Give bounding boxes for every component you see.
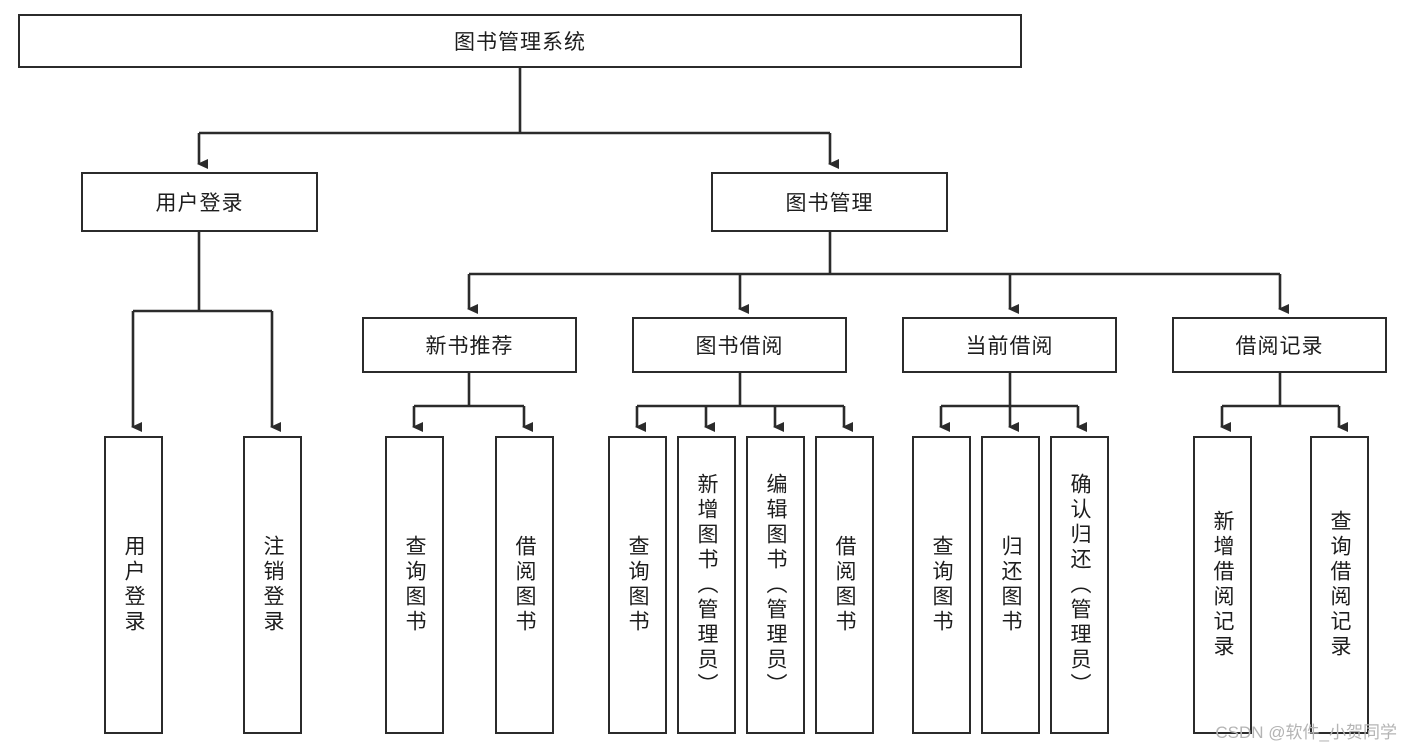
node-label: 新增图书（管理员）: [695, 472, 718, 698]
leaf-logout-login[interactable]: 注销登录: [243, 436, 302, 734]
node-label: 图书管理: [785, 192, 874, 215]
node-label: 查询借阅记录: [1328, 510, 1351, 660]
node-label: 借阅图书: [833, 535, 856, 635]
leaf-query-borrow-record[interactable]: 查询借阅记录: [1310, 436, 1369, 734]
node-label: 用户登录: [122, 535, 145, 635]
leaf-borrow-book-recommend[interactable]: 借阅图书: [495, 436, 554, 734]
csdn-watermark: CSDN @软件_小贺同学: [1215, 723, 1397, 742]
node-book-borrow[interactable]: 图书借阅: [632, 317, 847, 373]
node-label: 借阅图书: [513, 535, 536, 635]
node-label: 查询图书: [626, 535, 649, 635]
leaf-confirm-return-admin[interactable]: 确认归还（管理员）: [1050, 436, 1109, 734]
node-book-management[interactable]: 图书管理: [711, 172, 948, 232]
node-label: 新增借阅记录: [1211, 510, 1234, 660]
node-label: 确认归还（管理员）: [1068, 472, 1091, 698]
leaf-edit-book-admin[interactable]: 编辑图书（管理员）: [746, 436, 805, 734]
leaf-user-login[interactable]: 用户登录: [104, 436, 163, 734]
leaf-query-book-borrow[interactable]: 查询图书: [608, 436, 667, 734]
node-label: 注销登录: [261, 535, 284, 635]
node-current-borrow[interactable]: 当前借阅: [902, 317, 1117, 373]
leaf-borrow-book[interactable]: 借阅图书: [815, 436, 874, 734]
node-borrow-record[interactable]: 借阅记录: [1172, 317, 1387, 373]
leaf-add-book-admin[interactable]: 新增图书（管理员）: [677, 436, 736, 734]
node-label: 用户登录: [155, 192, 244, 215]
node-label: 编辑图书（管理员）: [764, 472, 787, 698]
node-label: 当前借阅: [965, 335, 1054, 358]
node-new-book-recommend[interactable]: 新书推荐: [362, 317, 577, 373]
node-label: 图书管理系统: [454, 31, 586, 54]
leaf-add-borrow-record[interactable]: 新增借阅记录: [1193, 436, 1252, 734]
leaf-query-book-current[interactable]: 查询图书: [912, 436, 971, 734]
node-label: 新书推荐: [425, 335, 514, 358]
node-root-book-management-system[interactable]: 图书管理系统: [18, 14, 1022, 68]
node-label: 归还图书: [999, 535, 1022, 635]
node-label: 借阅记录: [1235, 335, 1324, 358]
node-label: 图书借阅: [695, 335, 784, 358]
node-label: 查询图书: [403, 535, 426, 635]
leaf-query-book-recommend[interactable]: 查询图书: [385, 436, 444, 734]
node-label: 查询图书: [930, 535, 953, 635]
node-user-login[interactable]: 用户登录: [81, 172, 318, 232]
leaf-return-book[interactable]: 归还图书: [981, 436, 1040, 734]
